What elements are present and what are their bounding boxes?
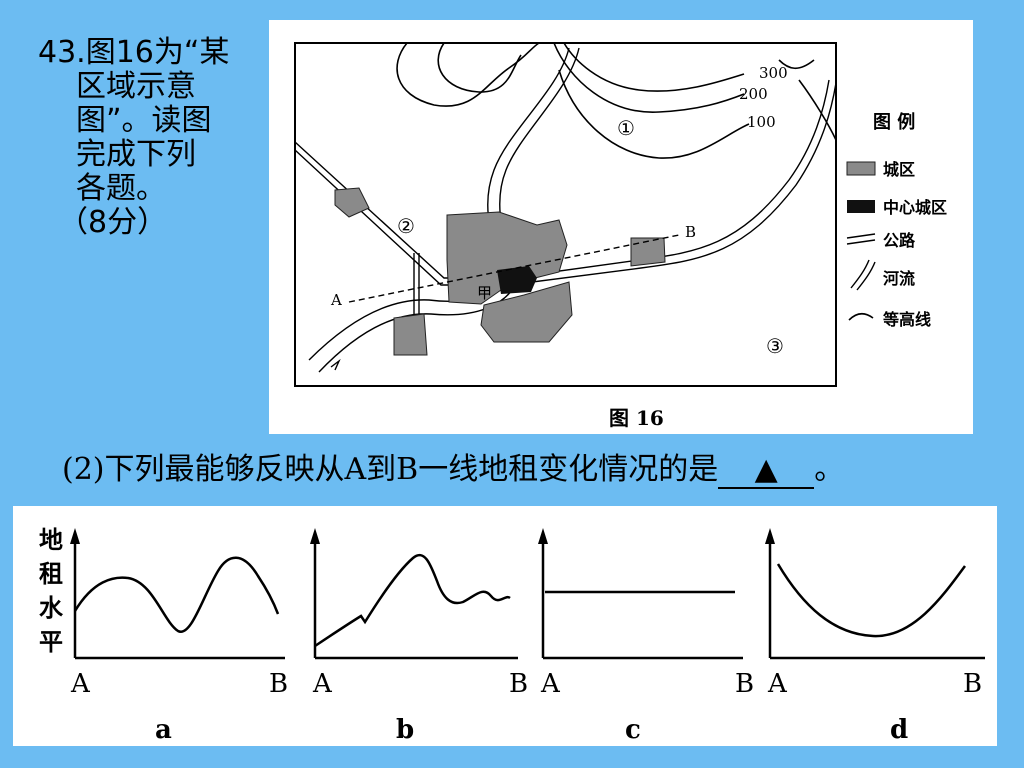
question-line: 各题。 xyxy=(76,171,166,206)
graph-c-start: A xyxy=(540,669,561,699)
legend-city-swatch xyxy=(846,161,876,176)
central-city xyxy=(497,266,537,294)
subquestion: (2)下列最能够反映从A到B一线地租变化情况的是 ▲ 。 xyxy=(62,444,844,489)
ylabel-char: 平 xyxy=(39,627,63,656)
graph-d-label: d xyxy=(890,715,908,745)
map-legend: 图 例 城区 中心城区 公路 河流 等高线 xyxy=(846,111,947,329)
contour-label-100: 100 xyxy=(747,113,776,131)
question-text: 43.图16为“某 区域示意 图”。读图 完成下列 各题。 （8分） xyxy=(38,36,263,240)
legend-contour: 等高线 xyxy=(882,310,931,329)
map-caption: 图 16 xyxy=(609,406,664,430)
contour-label-300: 300 xyxy=(759,64,788,82)
question-line: 完成下列 xyxy=(76,137,196,172)
question-line: 图”。读图 xyxy=(76,103,212,138)
rent-graphs: 地 租 水 平 A B a A B b A B c xyxy=(13,506,997,746)
graph-b-start: A xyxy=(312,669,333,699)
subquestion-text: (2)下列最能够反映从A到B一线地租变化情况的是 xyxy=(62,452,719,487)
ylabel-char: 地 xyxy=(39,525,63,554)
graph-b-end: B xyxy=(509,669,528,699)
ylabel-char: 租 xyxy=(39,559,63,588)
legend-center: 中心城区 xyxy=(883,198,947,217)
legend-river: 河流 xyxy=(883,269,915,288)
region-label-2: ② xyxy=(397,214,415,238)
legend-city: 城区 xyxy=(883,160,915,179)
region-label-3: ③ xyxy=(766,334,784,358)
graph-c-label: c xyxy=(625,715,641,745)
graph-a-label: a xyxy=(155,715,172,745)
legend-title: 图 例 xyxy=(873,111,915,133)
graph-b-label: b xyxy=(396,715,414,745)
point-b-label: B xyxy=(685,223,696,241)
graph-c-end: B xyxy=(735,669,754,699)
graph-ylabel: 地 租 水 平 xyxy=(39,525,64,656)
graph-d xyxy=(765,528,985,660)
city-areas xyxy=(334,187,666,356)
question-line: 43.图16为“某 xyxy=(38,35,230,70)
legend-highway: 公路 xyxy=(883,231,916,250)
legend-center-swatch xyxy=(847,200,875,213)
a-b-line xyxy=(348,234,680,303)
question-line: （8分） xyxy=(58,205,168,240)
answer-triangle: ▲ xyxy=(754,452,778,487)
graph-d-end: B xyxy=(963,669,982,699)
contour-lines xyxy=(396,42,837,159)
ylabel-char: 水 xyxy=(39,593,64,622)
graph-d-start: A xyxy=(767,669,788,699)
region-label-1: ① xyxy=(617,116,635,140)
graph-b xyxy=(310,528,518,660)
graph-a-end: B xyxy=(269,669,288,699)
question-line: 区域示意 xyxy=(76,69,196,104)
map-figure: A B 甲 300 200 100 ① ② ③ 图 例 城区 中心城区 公路 河… xyxy=(269,20,973,434)
point-a-label: A xyxy=(330,291,342,309)
map-frame xyxy=(294,42,837,387)
answer-blank: ▲ xyxy=(718,452,815,489)
contour-label-200: 200 xyxy=(739,85,768,103)
graph-a xyxy=(70,528,285,660)
city-label: 甲 xyxy=(477,284,492,302)
graph-a-start: A xyxy=(70,669,91,699)
graph-c xyxy=(538,528,743,660)
subquestion-end: 。 xyxy=(814,452,845,487)
